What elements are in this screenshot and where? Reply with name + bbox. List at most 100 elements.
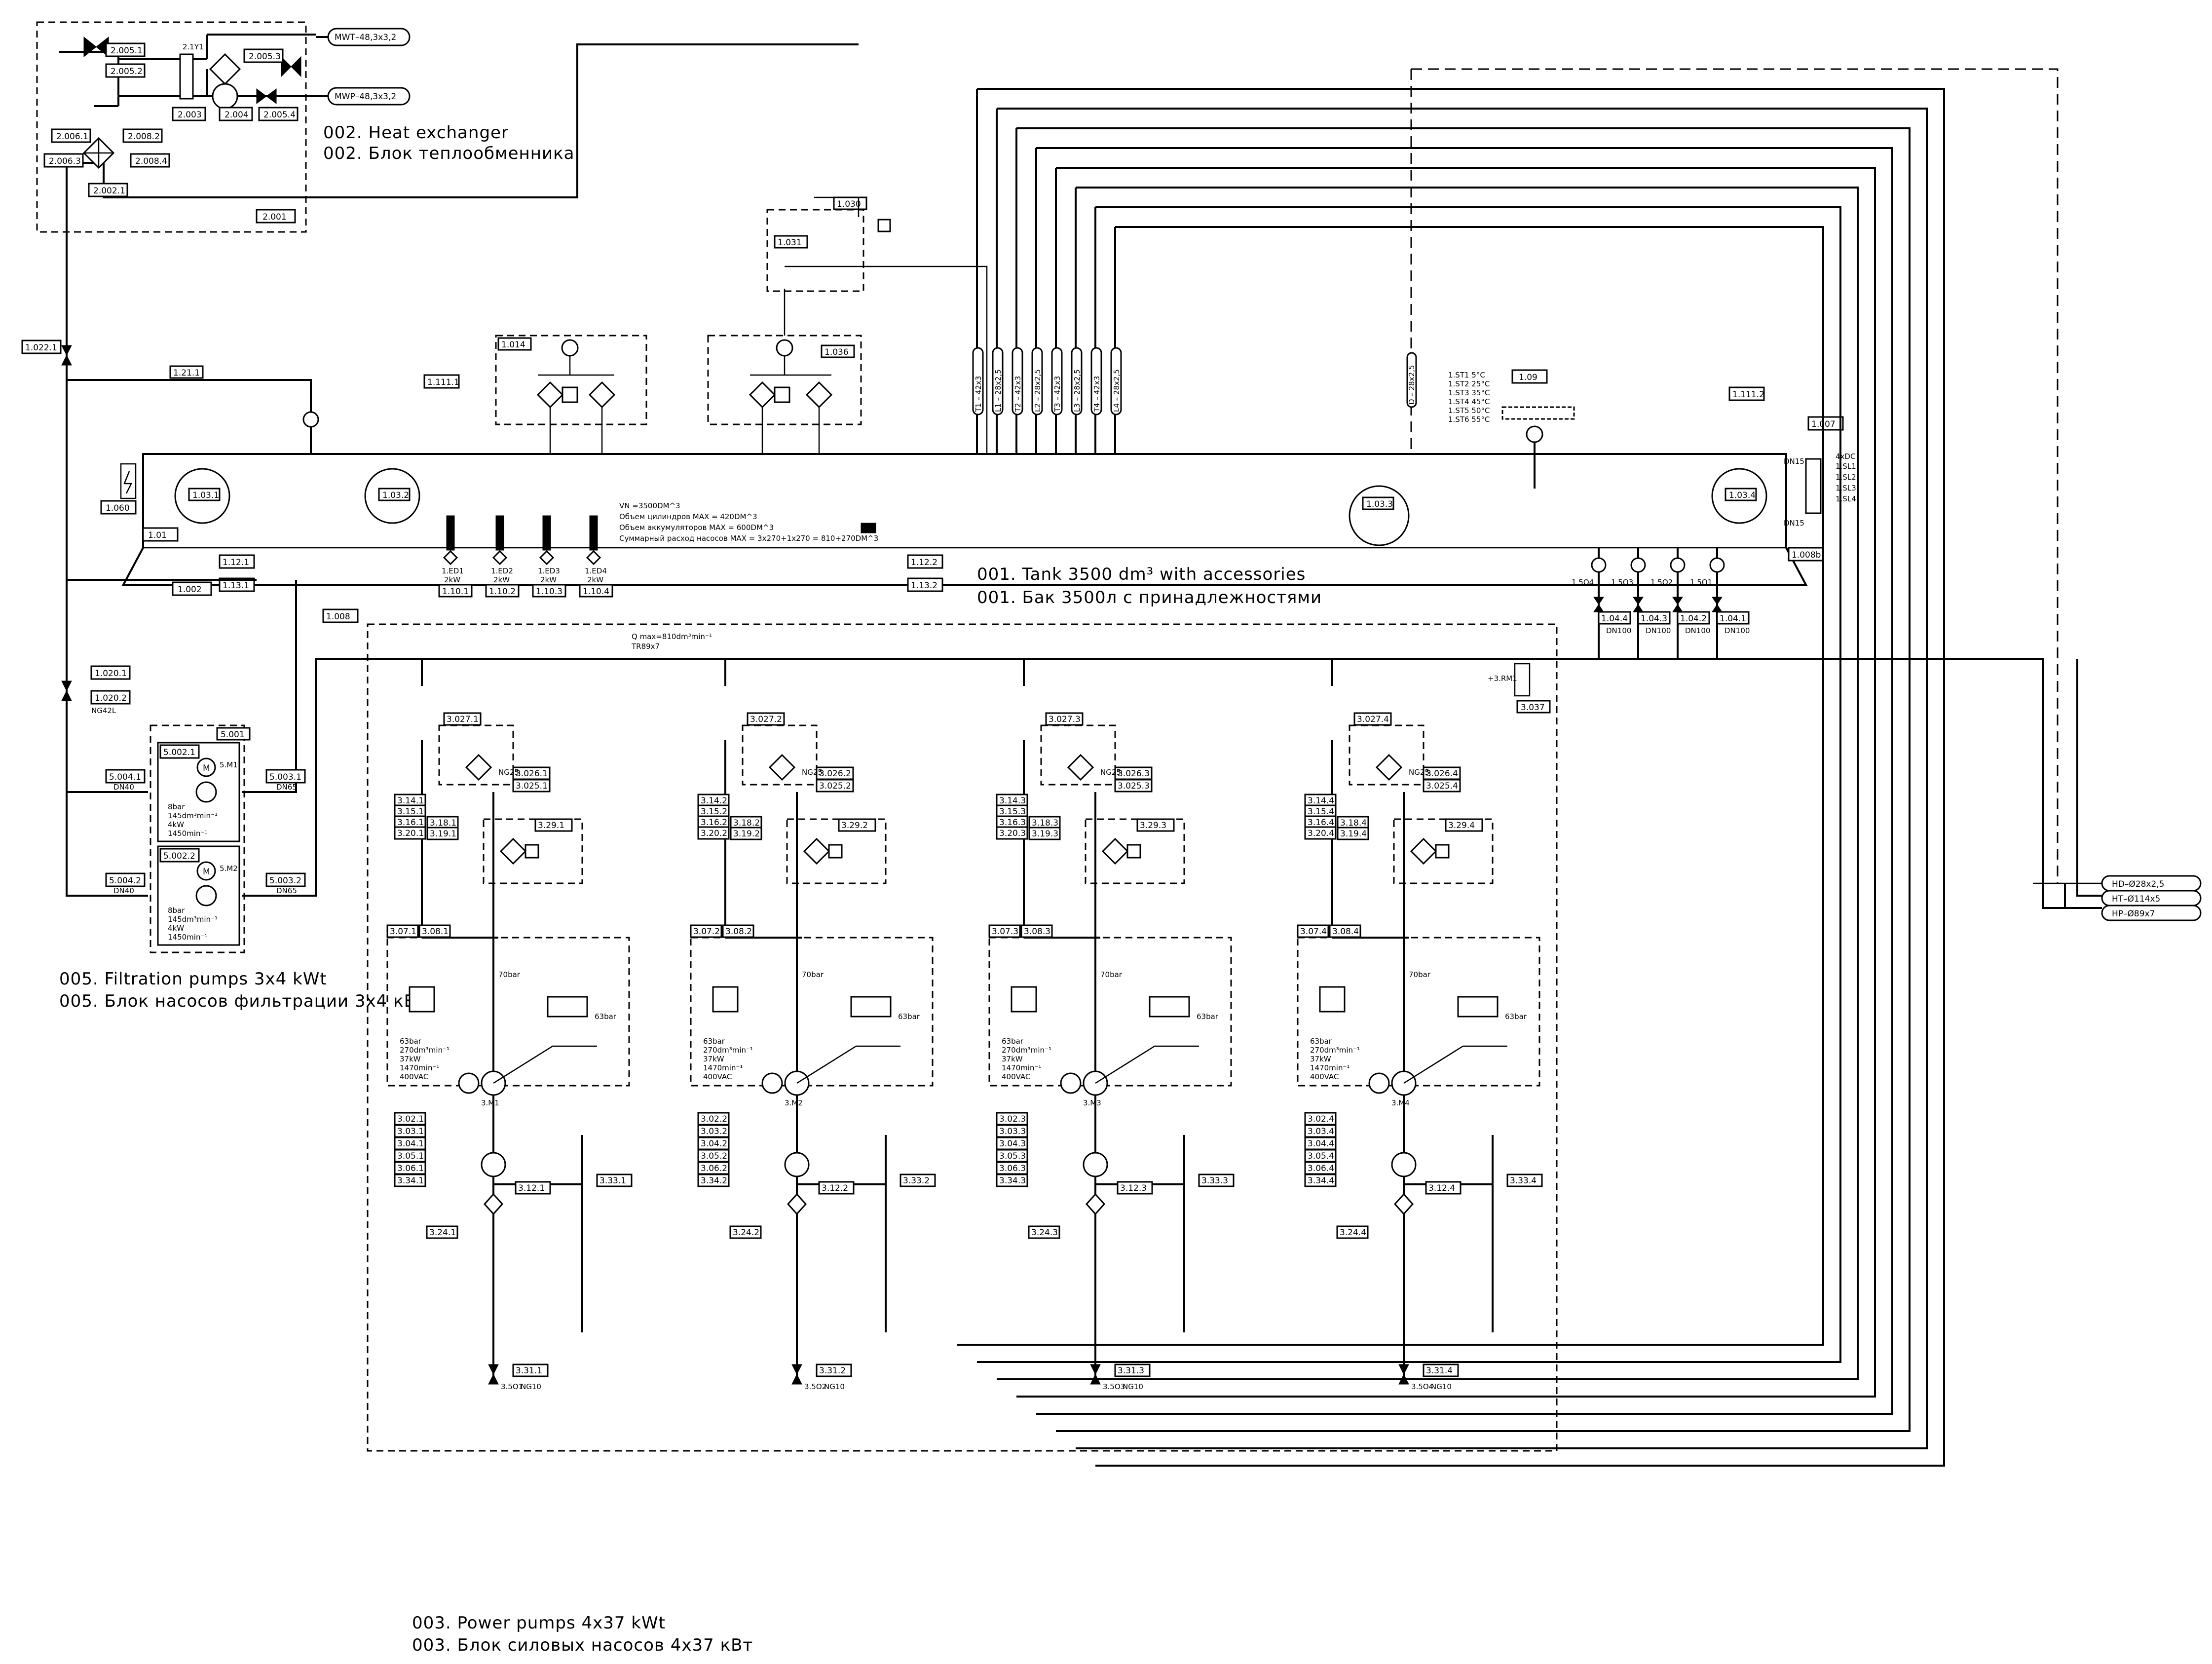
power-bar63: 63bar: [1197, 1012, 1219, 1021]
outlet-valve-tag: 1.04.4: [1601, 614, 1628, 624]
outlet-valve-dn: DN100: [1685, 626, 1710, 635]
power-solenoid: 3.5O4: [1411, 1382, 1433, 1391]
power-motor: 3.M4: [1391, 1098, 1410, 1107]
power-caption-ru: 003. Блок силовых насосов 4x37 кВт: [412, 1635, 753, 1655]
power-pump-unit-2: 3.027.23.026.23.025.23.14.23.15.23.16.23…: [690, 658, 936, 1391]
heater-power: 2kW: [444, 575, 460, 584]
power-pumps-block: Q max=810dm³min⁻¹ TR89x7 +3.RM1 3.037: [367, 623, 1558, 1452]
filtration-pump-data: 145dm³min⁻¹: [168, 811, 218, 820]
return-line-label: T1 – 42x3: [974, 376, 983, 413]
power-tag: 3.026.4: [1426, 769, 1458, 779]
power-tag: 3.15.3: [999, 807, 1026, 817]
drain-line-label: D – 28x2,5: [1407, 365, 1416, 405]
power-tag: 3.24.3: [1031, 1228, 1058, 1238]
power-tag: 3.29.2: [841, 821, 868, 831]
tank-note: Объем аккумуляторов MAX = 600DM^3: [619, 523, 774, 532]
port-mwt-label: MWT–48,3x3,2: [335, 33, 396, 42]
tank-notes: VN =3500DM^3 Объем цилиндров MAX = 420DM…: [619, 501, 878, 543]
port-hd-label: HD–Ø28x2,5: [2112, 879, 2164, 889]
power-tag: 3.06.4: [1308, 1164, 1334, 1173]
power-pump-data: 400VAC: [1002, 1072, 1030, 1081]
power-tag: 3.31.4: [1426, 1366, 1453, 1376]
tank-tag: 1.014: [501, 340, 525, 350]
power-pump-data: 400VAC: [703, 1072, 732, 1081]
heater-id: 1.ED3: [538, 567, 560, 575]
filtration-in-tag: 5.004.2: [109, 876, 141, 886]
tank-tag: 1.09: [1519, 373, 1537, 382]
hx-tag: 2.002.1: [93, 186, 125, 196]
filtration-pump-data: 4kW: [168, 924, 184, 933]
power-tag: 3.08.2: [725, 927, 752, 937]
power-tag: 3.05.4: [1308, 1151, 1334, 1161]
power-tag: 3.15.1: [397, 807, 424, 817]
power-tag: 3.027.3: [1049, 715, 1081, 724]
power-tag: 3.04.2: [701, 1139, 727, 1149]
breather-assembly: 1.030 1.031: [766, 196, 988, 454]
power-pump-data: 37kW: [703, 1055, 724, 1063]
power-pump-data: 270dm³min⁻¹: [703, 1046, 753, 1055]
power-ground: 3.037: [1521, 703, 1545, 713]
power-pump-data: 400VAC: [1310, 1072, 1339, 1081]
power-pump-data: 63bar: [703, 1037, 725, 1046]
return-line-label: L1 – 28x2,5: [994, 369, 1003, 412]
return-line-label: T2 – 42x3: [1013, 376, 1022, 413]
power-pump-unit-3: 3.027.33.026.33.025.33.14.33.15.33.16.33…: [988, 658, 1235, 1391]
power-tag: 3.08.4: [1332, 927, 1359, 937]
power-tag: 3.31.2: [819, 1366, 846, 1376]
tank-caption-en: 001. Tank 3500 dm³ with accessories: [977, 565, 1306, 584]
power-tag: 3.12.1: [518, 1183, 545, 1193]
tank-tag: 1.12.1: [223, 558, 249, 567]
temp-switch: 1.ST5 50°C: [1448, 406, 1490, 415]
power-tag: 3.34.3: [999, 1176, 1026, 1186]
outlet-valve-tag: 1.04.3: [1641, 614, 1667, 624]
power-tag: 3.19.1: [430, 829, 456, 839]
power-tag: 3.29.3: [1140, 821, 1166, 831]
heat-exchanger-caption-en: 002. Heat exchanger: [323, 123, 509, 143]
tank-note: Объем цилиндров MAX = 420DM^3: [619, 512, 757, 521]
power-bar70: 70bar: [1409, 970, 1431, 979]
power-tag: 3.19.3: [1032, 829, 1058, 839]
power-tag: 3.14.1: [397, 796, 424, 806]
filtration-caption-ru: 005. Блок насосов фильтрации 3x4 кВт: [59, 991, 426, 1011]
level-switch: DN15: [1784, 457, 1804, 466]
power-tag: 3.08.3: [1024, 927, 1050, 937]
power-tag: 3.16.1: [397, 818, 424, 828]
power-tag: 3.026.1: [516, 769, 548, 779]
power-bar70: 70bar: [498, 970, 521, 979]
tank-block: 1.03.1 1.03.2 1.03.3 1.03.4 1.01 1.002 1…: [100, 369, 1844, 623]
power-tag: 3.027.2: [750, 715, 782, 724]
level-switch: 1.SL4: [1836, 494, 1856, 503]
tank-tag: 1.008: [326, 612, 350, 622]
filtration-pump-data: 145dm³min⁻¹: [168, 915, 218, 924]
power-tag: 3.20.2: [701, 829, 727, 838]
tank-tag: 1.10.3: [536, 587, 562, 597]
power-caption-en: 003. Power pumps 4x37 kWt: [412, 1613, 666, 1633]
hx-tag: 2.008.2: [128, 132, 160, 142]
power-ng: NG10: [521, 1382, 541, 1391]
tank-tag: 1.10.4: [583, 587, 609, 597]
power-tag: 3.20.1: [397, 829, 424, 838]
filtration-motor: 5.M1: [220, 760, 238, 769]
power-tag: 3.16.4: [1308, 818, 1334, 828]
hx-tag: 2.004: [225, 110, 249, 120]
tank-tag: 1.12.2: [911, 558, 937, 567]
power-tag: 3.06.3: [999, 1164, 1026, 1173]
power-tag: 3.14.3: [999, 796, 1026, 806]
outlet-valve-id: 1.5O1: [1690, 578, 1712, 587]
power-tag: 3.34.2: [701, 1176, 727, 1186]
return-line-label: T3 – 42x3: [1053, 376, 1062, 413]
power-pump-data: 1470min⁻¹: [703, 1063, 743, 1072]
filtration-dn-in: DN40: [113, 886, 134, 895]
power-pipe: TR89x7: [631, 642, 660, 651]
hx-tag: 2.005.4: [263, 110, 296, 120]
power-tag: 3.14.4: [1308, 796, 1334, 806]
power-tag: 3.31.3: [1118, 1366, 1144, 1376]
power-tag: 3.07.4: [1300, 927, 1327, 937]
power-solenoid: 3.5O1: [501, 1382, 523, 1391]
power-tag: 3.12.4: [1428, 1183, 1455, 1193]
power-pump-data: 37kW: [400, 1055, 421, 1063]
power-pump-data: 1470min⁻¹: [1002, 1063, 1041, 1072]
tank-tag: 1.008b: [1792, 550, 1821, 560]
power-ng: NG10: [1431, 1382, 1452, 1391]
